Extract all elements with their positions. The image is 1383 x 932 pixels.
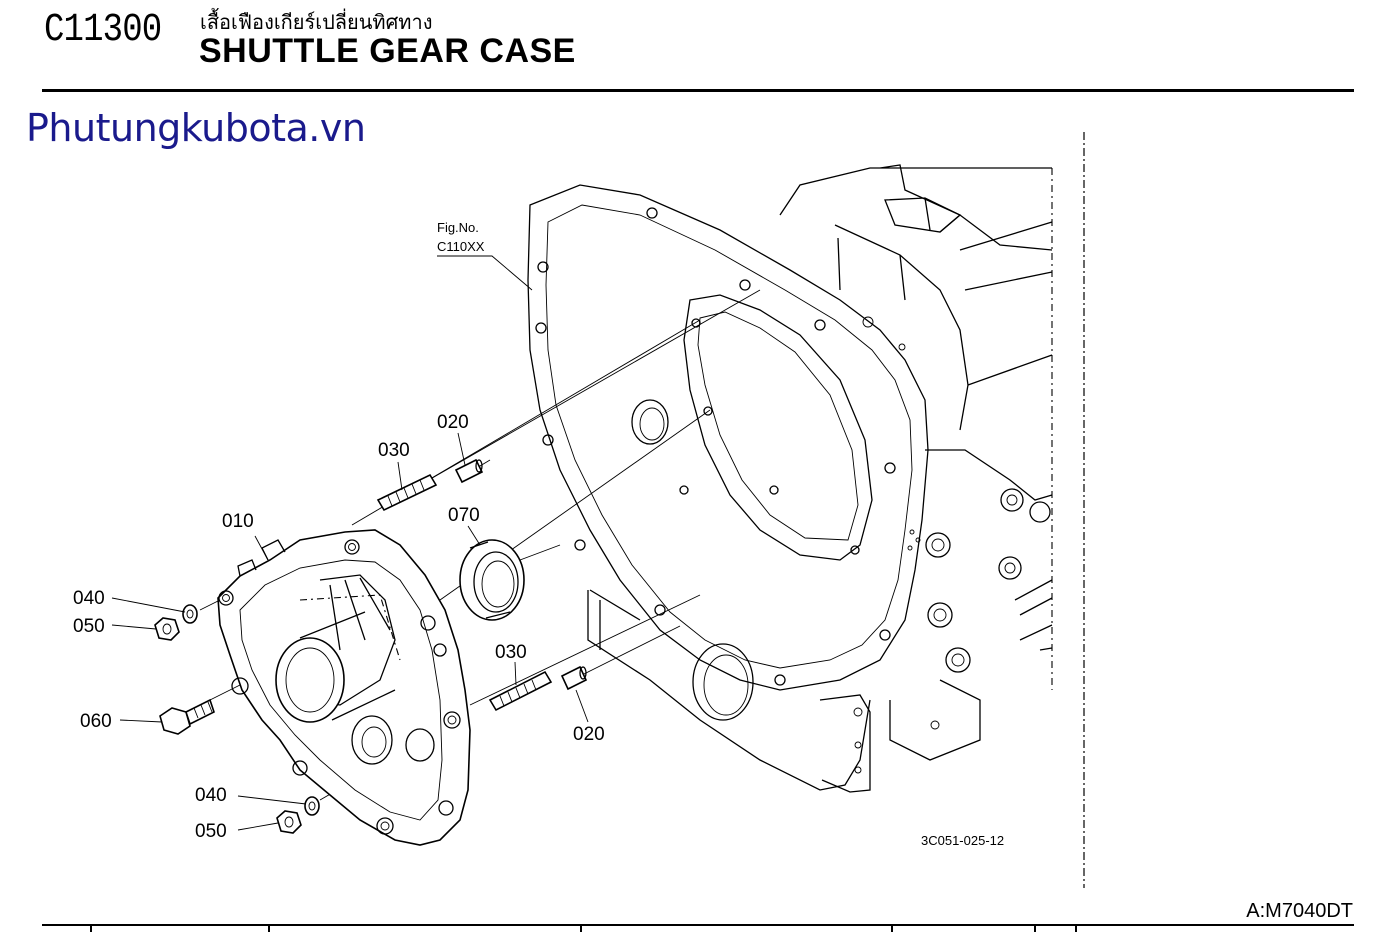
callout-leaders [111,255,589,831]
callout-030-top: 030 [378,440,410,461]
callout-060: 060 [80,711,112,732]
page-title-thai: เสื้อเฟืองเกียร์เปลี่ยนทิศทาง [200,10,433,34]
footer-tick [1034,924,1036,932]
footer-tick [1075,924,1077,932]
hex-bolt [159,698,215,735]
transmission-housing [527,164,1053,793]
stud-bolt-bottom [488,670,553,712]
dowel-pin-bottom [560,665,588,691]
model-code: A:M7040DT [1246,900,1353,922]
fig-no-value: C110XX [437,239,485,254]
page-title: SHUTTLE GEAR CASE [199,32,576,70]
footer-tick [268,924,270,932]
footer-tick [891,924,893,932]
callout-070: 070 [448,505,480,526]
callout-040-bottom: 040 [195,785,227,806]
callout-040-top: 040 [73,588,105,609]
callout-020-top: 020 [437,412,469,433]
drawing-code: 3C051-025-12 [921,833,1004,848]
callout-050-bottom: 050 [195,821,227,842]
footer-tick [90,924,92,932]
page-code: C11300 [44,8,162,53]
washer-bottom [304,796,320,816]
callout-010: 010 [222,511,254,532]
footer-divider [42,924,1354,926]
header-divider [42,89,1354,92]
nut-top [154,617,180,641]
watermark: Phutungkubota.vn [26,106,366,150]
stud-bolt-top [376,473,438,512]
callout-050-top: 050 [73,616,105,637]
washer-top [182,604,198,624]
footer-tick [580,924,582,932]
dowel-pin-top [454,458,484,484]
shuttle-gear-case-cover [217,529,471,846]
oil-seal [459,539,525,621]
callout-030-bottom: 030 [495,642,527,663]
fig-no-label: Fig.No. [437,220,479,235]
callout-020-bottom: 020 [573,724,605,745]
nut-bottom [276,810,302,834]
